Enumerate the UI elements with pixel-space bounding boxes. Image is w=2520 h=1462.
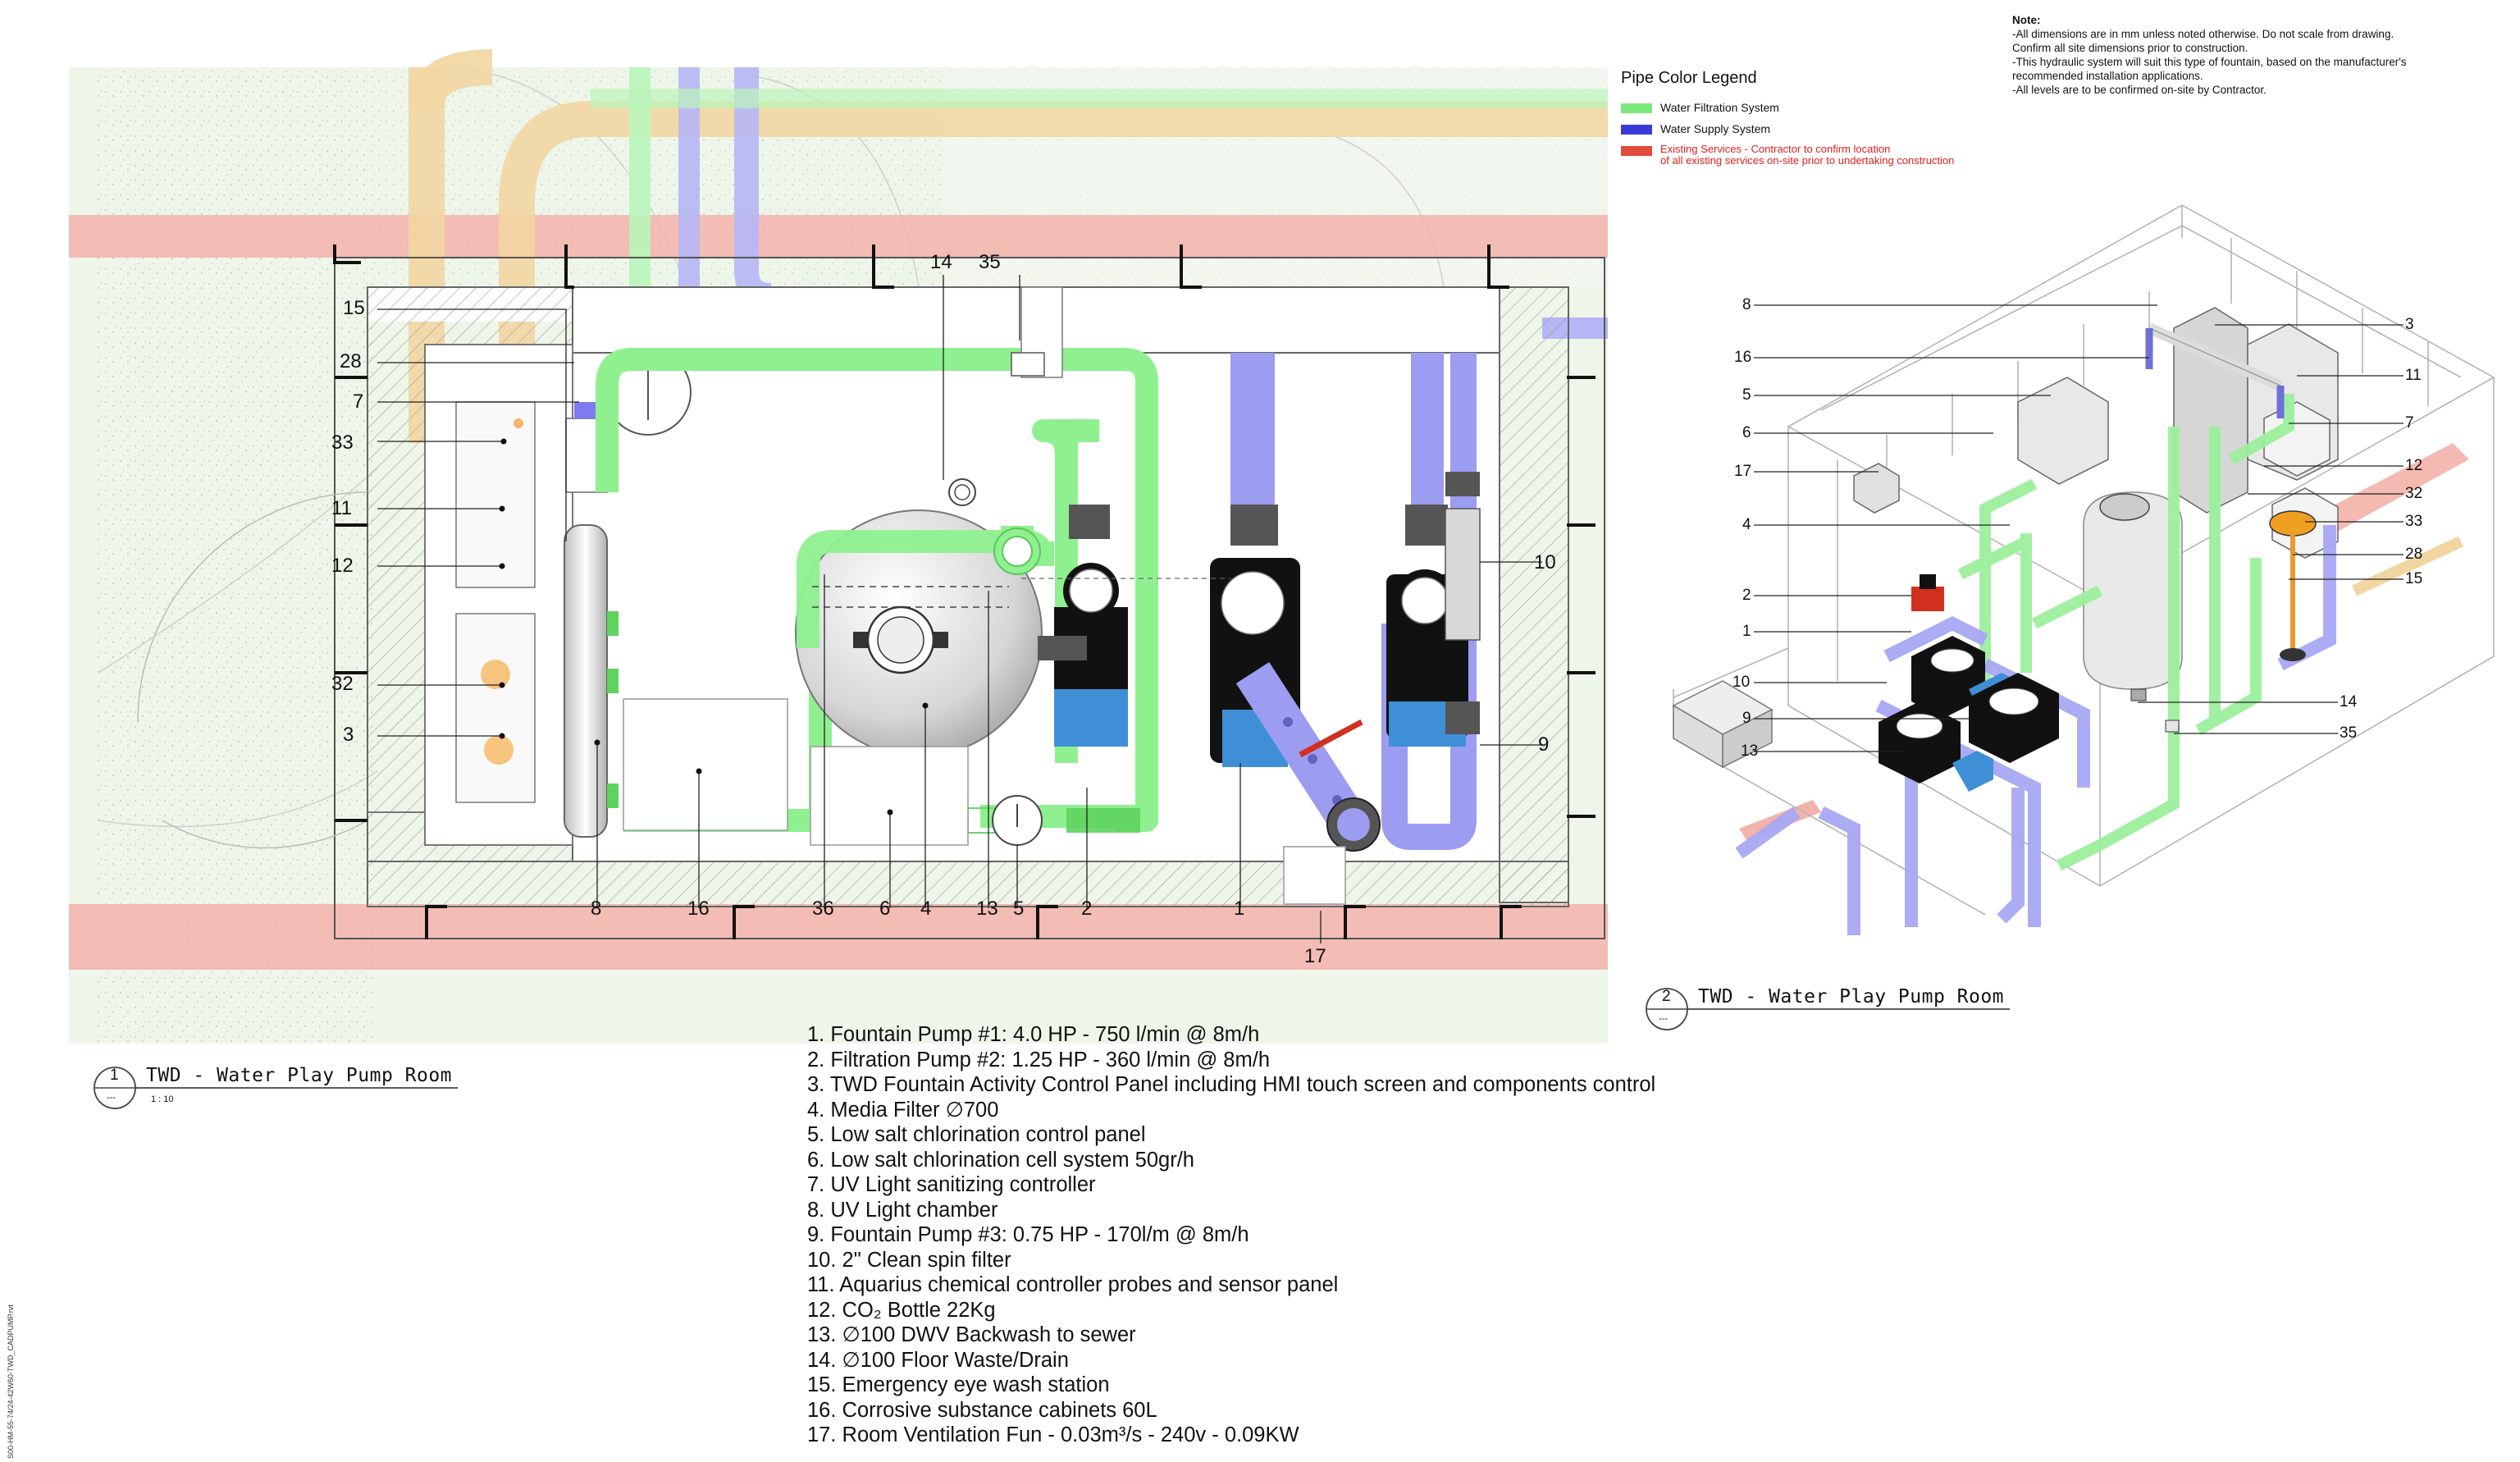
view2-title-marker [1646, 988, 2010, 1030]
component-item: 14. ∅100 Floor Waste/Drain [807, 1348, 1069, 1372]
plan-callout-33: 33 [331, 432, 354, 454]
component-item: 2. Filtration Pump #2: 1.25 HP - 360 l/m… [807, 1048, 1271, 1071]
component-item: 17. Room Ventilation Fun - 0.03m³/s - 24… [807, 1423, 1299, 1446]
plan-callout-35: 35 [979, 251, 1001, 273]
view1-title-marker [94, 1067, 458, 1109]
iso-callout-28: 28 [2405, 546, 2423, 563]
iso-callout-11: 11 [2405, 367, 2422, 384]
component-item: 16. Corrosive substance cabinets 60L [807, 1398, 1157, 1422]
component-item: 3. TWD Fountain Activity Control Panel i… [807, 1073, 1656, 1096]
note-line-4: recommended installation applications. [2012, 70, 2203, 82]
iso-callout-33: 33 [2405, 513, 2423, 530]
legend-label-existing: Existing Services - Contractor to confir… [1660, 143, 1955, 167]
plan-callout-32: 32 [331, 673, 354, 695]
iso-callout-16: 16 [1734, 349, 1752, 366]
note-line-2: Confirm all site dimensions prior to con… [2012, 42, 2248, 54]
legend-item-supply: Water Supply System [1621, 122, 2006, 135]
note-heading: Note: [2012, 14, 2041, 26]
iso-callout-15: 15 [2405, 570, 2423, 587]
plan-callout-17: 17 [1304, 945, 1326, 967]
legend-swatch-supply [1621, 125, 1652, 135]
plan-callout-15: 15 [343, 297, 365, 319]
iso-callout-6: 6 [1742, 424, 1751, 441]
plan-callout-1: 1 [1234, 898, 1245, 920]
plan-callout-28: 28 [340, 350, 362, 372]
plan-callout-2: 2 [1081, 898, 1093, 920]
plan-callout-13: 13 [976, 898, 998, 920]
iso-callout-4: 4 [1742, 516, 1751, 533]
plan-callout-16: 16 [687, 898, 710, 920]
view2-title: TWD - Water Play Pump Room [1698, 986, 2005, 1007]
iso-callout-1: 1 [1742, 623, 1751, 640]
component-item: 15. Emergency eye wash station [807, 1373, 1110, 1396]
plan-callout-10: 10 [1534, 551, 1556, 573]
plan-callout-12: 12 [331, 555, 354, 577]
iso-callout-5: 5 [1742, 386, 1751, 404]
view1-ref: --- [107, 1093, 116, 1103]
legend-swatch-filtration [1621, 103, 1652, 113]
iso-callout-32: 32 [2405, 485, 2423, 502]
iso-callout-9: 9 [1742, 710, 1751, 727]
plan-callout-7: 7 [353, 391, 364, 413]
file-path-label: S00-HM-55-74/24-42W60-TWD_CADPUMP.rvt [7, 1304, 15, 1459]
legend-swatch-existing [1621, 146, 1652, 156]
iso-callout-10: 10 [1732, 674, 1751, 691]
view2-number: 2 [1662, 988, 1671, 1005]
iso-callout-12: 12 [2405, 457, 2423, 474]
note-line-3: -This hydraulic system will suit this ty… [2012, 56, 2407, 68]
plan-callout-36: 36 [812, 898, 834, 920]
component-item: 4. Media Filter ∅700 [807, 1098, 999, 1122]
general-notes: Note: -All dimensions are in mm unless n… [2012, 13, 2513, 97]
view2-ref: --- [1659, 1014, 1668, 1024]
component-item: 5. Low salt chlorination control panel [807, 1123, 1146, 1146]
plan-callout-8: 8 [591, 898, 602, 920]
component-item: 8. UV Light chamber [807, 1198, 998, 1222]
legend-item-existing: Existing Services - Contractor to confir… [1621, 144, 2006, 167]
component-item: 1. Fountain Pump #1: 4.0 HP - 750 l/min … [807, 1023, 1260, 1046]
component-item: 9. Fountain Pump #3: 0.75 HP - 170l/m @ … [807, 1223, 1249, 1246]
view1-scale: 1 : 10 [151, 1094, 174, 1104]
iso-callout-13: 13 [1741, 742, 1759, 760]
pipe-color-legend: Pipe Color Legend Water Filtration Syste… [1621, 69, 2006, 167]
component-schedule: 1. Fountain Pump #1: 4.0 HP - 750 l/min … [807, 1022, 1655, 1448]
component-item: 13. ∅100 DWV Backwash to sewer [807, 1323, 1136, 1346]
view1-number: 1 [110, 1067, 119, 1084]
plan-callout-9: 9 [1538, 733, 1550, 756]
iso-callout-14: 14 [2340, 693, 2358, 710]
plan-callout-6: 6 [879, 898, 891, 920]
component-item: 6. Low salt chlorination cell system 50g… [807, 1148, 1194, 1172]
component-item: 10. 2" Clean spin filter [807, 1248, 1011, 1272]
iso-callout-35: 35 [2340, 724, 2358, 742]
plan-callout-4: 4 [920, 898, 932, 920]
view1-title: TWD - Water Play Pump Room [146, 1065, 453, 1086]
plan-callout-14: 14 [930, 251, 952, 273]
note-line-5: -All levels are to be confirmed on-site … [2012, 84, 2267, 96]
legend-label-supply: Water Supply System [1660, 122, 1771, 135]
component-item: 11. Aquarius chemical controller probes … [807, 1273, 1339, 1296]
note-line-1: -All dimensions are in mm unless noted o… [2012, 28, 2394, 40]
iso-callout-8: 8 [1742, 296, 1751, 313]
plan-callout-11: 11 [331, 497, 352, 519]
legend-item-filtration: Water Filtration System [1621, 101, 2006, 114]
component-item: 12. CO₂ Bottle 22Kg [807, 1298, 996, 1322]
legend-title: Pipe Color Legend [1621, 69, 1757, 87]
legend-label-filtration: Water Filtration System [1660, 101, 1779, 114]
iso-callout-2: 2 [1742, 587, 1751, 604]
iso-callout-3: 3 [2405, 316, 2414, 333]
component-item: 7. UV Light sanitizing controller [807, 1173, 1096, 1196]
iso-callout-7: 7 [2405, 414, 2414, 432]
iso-callout-17: 17 [1734, 463, 1752, 480]
plan-callout-3: 3 [343, 724, 354, 746]
plan-callout-5: 5 [1013, 898, 1025, 920]
